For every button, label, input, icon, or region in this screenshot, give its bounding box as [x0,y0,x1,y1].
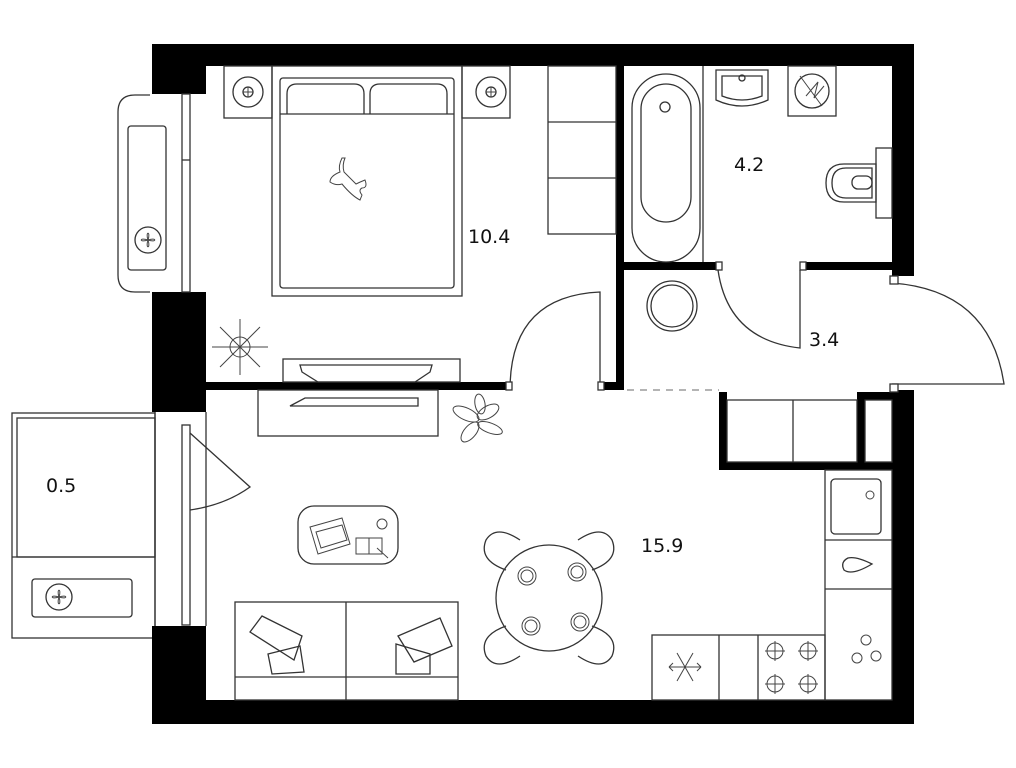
cat-icon [329,157,367,201]
balcony [11,412,156,639]
laptop-icon [309,517,351,555]
water-heater [787,65,837,117]
double-bed [271,65,463,297]
tv-stand [257,389,439,437]
sink [715,69,769,107]
cup-icon [376,518,388,530]
built-in-closet [726,399,893,463]
stove-burners-icon [765,641,818,694]
sofa [234,601,459,701]
dining-table [483,531,615,665]
plant-icon [212,319,268,375]
plants-icon [851,634,882,664]
fan-icon [140,232,156,248]
hallway [627,275,1005,393]
fan-icon [51,589,67,605]
room-area-balcony: 0.5 [46,475,77,497]
room-area-hallway: 3.4 [809,329,840,351]
walls [152,44,914,724]
round-mat [646,280,698,332]
room-area-bathroom: 4.2 [734,154,765,176]
wardrobe [547,65,617,235]
bedroom-ac-unit [117,94,167,293]
bedroom-door[interactable] [505,291,605,391]
toilet [825,147,893,219]
snowflake-icon [668,652,702,682]
room-area-living-kitchen: 15.9 [641,535,684,557]
tv-console [282,358,461,383]
bathroom-door[interactable] [715,261,807,349]
bathroom [631,65,893,349]
notebook-icon [355,537,389,559]
kitchen-sink [830,478,882,535]
living-kitchen [234,389,893,701]
bedroom [212,65,617,391]
kitchen-counter [824,469,893,701]
balcony-door[interactable] [189,432,252,511]
kitchen-bottom [651,634,826,701]
entrance-door[interactable] [889,275,1005,393]
coffee-table [297,505,399,565]
water-drop-icon [842,556,874,573]
room-area-bedroom: 10.4 [468,226,511,248]
plant-icon [452,393,503,443]
bathtub [631,73,701,263]
